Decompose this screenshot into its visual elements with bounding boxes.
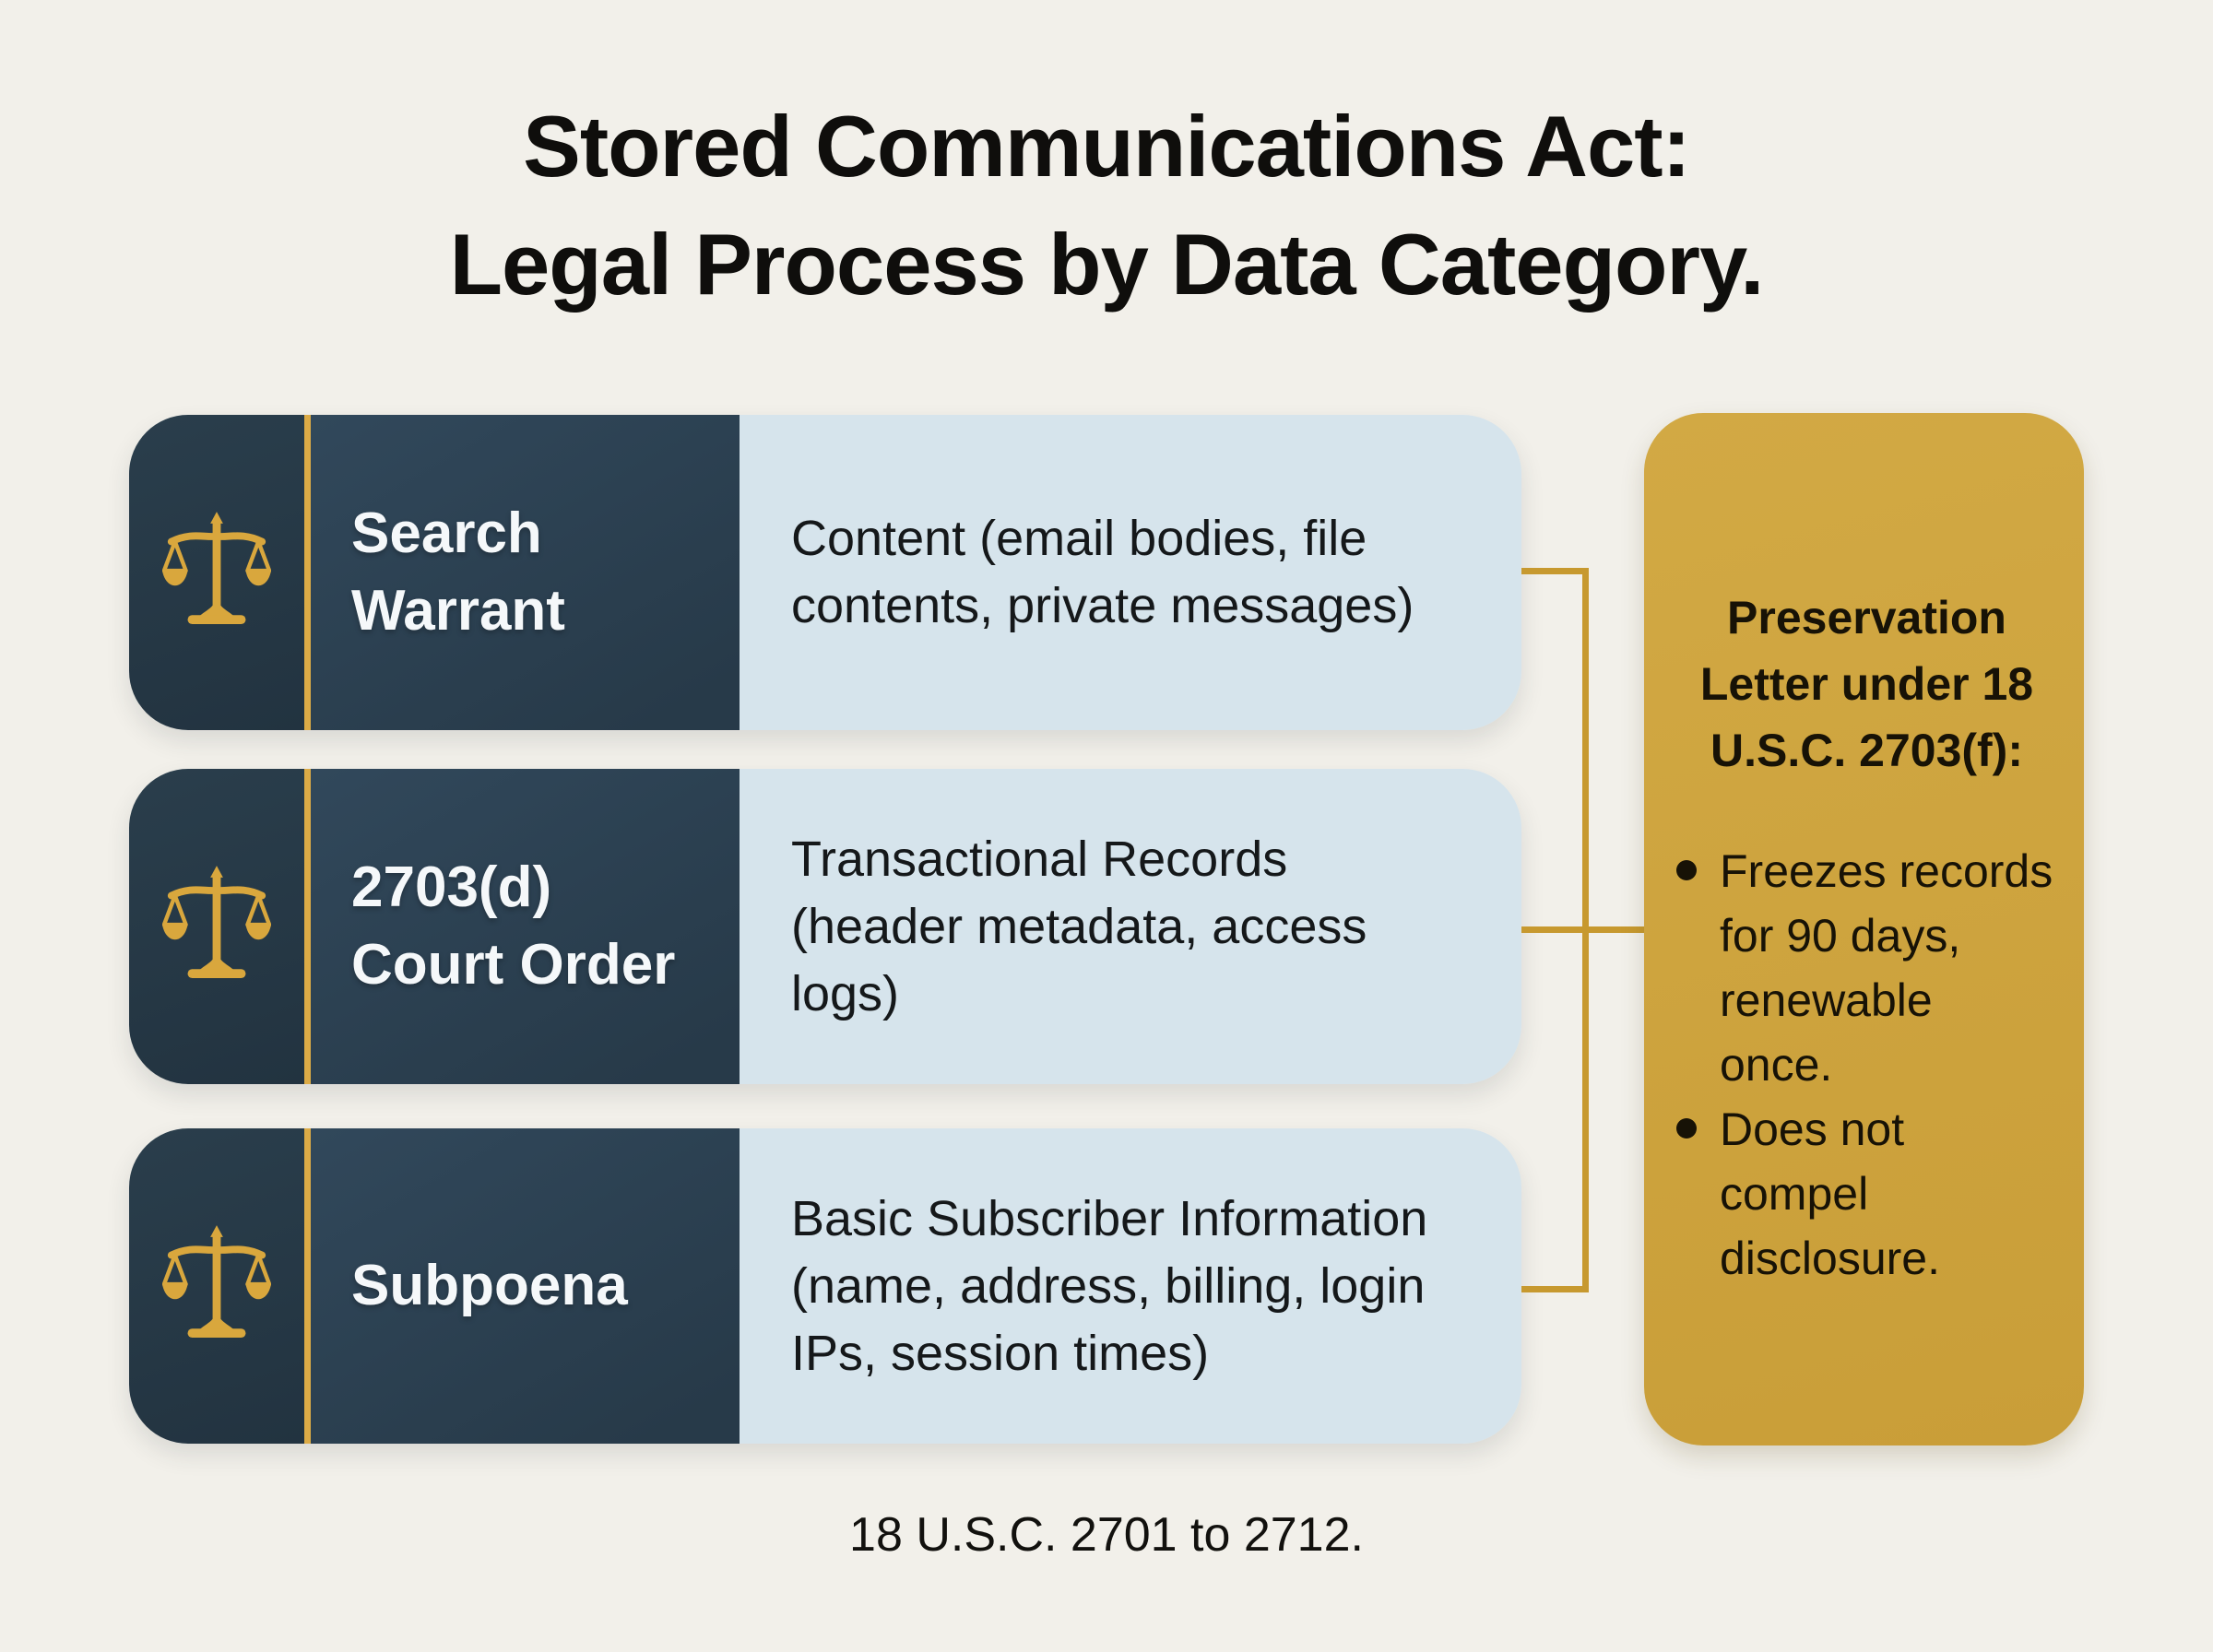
connector-line-top [1521,568,1589,574]
row-icon-cell [129,415,304,730]
row-divider [304,1128,311,1444]
scales-of-justice-icon [162,512,271,625]
row-label-court-order: 2703(d)Court Order [311,769,740,1084]
process-row-court-order: 2703(d)Court Order Transactional Records… [129,769,1521,1084]
statute-citation: 18 U.S.C. 2701 to 2712. [849,1508,1364,1562]
row-data-subscriber-info: Basic Subscriber Information(name, addre… [740,1128,1521,1444]
scales-of-justice-icon [162,1225,271,1339]
row-label-subpoena: Subpoena [311,1128,740,1444]
row-divider [304,769,311,1084]
scales-of-justice-icon [162,866,271,979]
row-divider [304,415,311,730]
connector-line-vertical [1582,568,1589,1292]
row-icon-cell [129,769,304,1084]
row-icon-cell [129,1128,304,1444]
page-title: Stored Communications Act:Legal Process … [449,98,1765,313]
connector-line-bottom [1521,1286,1589,1292]
row-data-transactional: Transactional Records(header metadata, a… [740,769,1521,1084]
process-row-subpoena: Subpoena Basic Subscriber Information(na… [129,1128,1521,1444]
